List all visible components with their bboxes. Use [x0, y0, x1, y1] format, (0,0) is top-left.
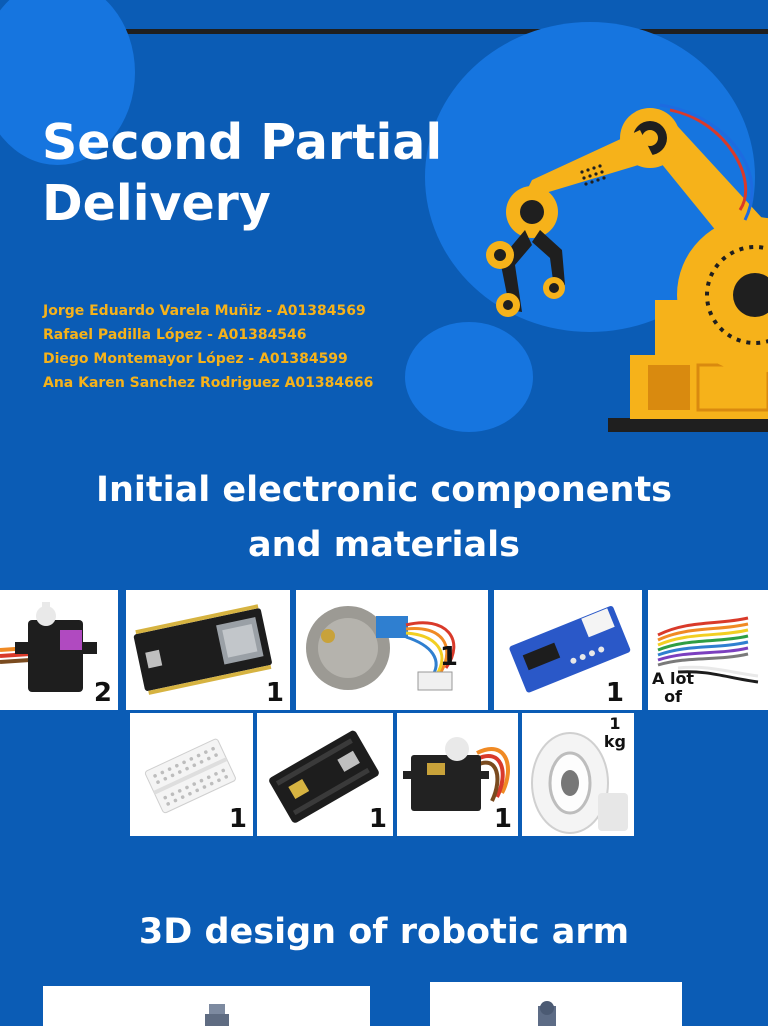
- design-heading: 3D design of robotic arm: [138, 912, 630, 952]
- expansion-board-icon: [269, 730, 379, 823]
- stepper-motor-icon: [306, 606, 456, 691]
- component-tile-servo: 1: [397, 713, 518, 836]
- component-tile-breadboard: 1: [130, 713, 253, 836]
- author-list: Jorge Eduardo Varela Muñiz - A01384569 R…: [43, 299, 373, 395]
- jumper-wires-icon: [657, 616, 759, 684]
- design-image-panel: [430, 982, 682, 1026]
- esp32-board-icon: [133, 604, 272, 695]
- component-tile-jumpers: A lot of: [648, 590, 768, 710]
- quantity-label: 1: [368, 804, 387, 834]
- motor-driver-board-icon: [509, 605, 631, 693]
- filament-spool-icon: [531, 732, 628, 834]
- quantity-label: 1: [605, 678, 624, 708]
- micro-servo-icon: [0, 602, 97, 692]
- arm-model-icon: [538, 1001, 556, 1026]
- decor-circle: [405, 322, 533, 432]
- author-line: Ana Karen Sanchez Rodriguez A01384666: [43, 375, 374, 391]
- quantity-label: 1: [493, 804, 512, 834]
- component-tile-driver: 1: [494, 590, 642, 710]
- quantity-label: 1: [228, 804, 247, 834]
- component-tile-filament: 1 kg: [522, 713, 634, 836]
- quantity-label: 1: [265, 678, 284, 708]
- decor-circle: [0, 0, 135, 165]
- quantity-label: 2: [93, 678, 112, 708]
- author-line: Jorge Eduardo Varela Muñiz - A01384569: [43, 303, 366, 319]
- component-tile-esp32: 1: [126, 590, 290, 710]
- robot-arm-icon: [486, 103, 768, 432]
- design-image-panel: [43, 986, 370, 1026]
- component-tile-stepper: 1: [296, 590, 488, 710]
- top-rule: [0, 29, 768, 34]
- quantity-label: 1 kg: [603, 714, 626, 751]
- quantity-label: A lot of: [652, 669, 695, 706]
- author-line: Diego Montemayor López - A01384599: [43, 351, 348, 367]
- component-tile-expansion: 1: [257, 713, 393, 836]
- quantity-label: 1: [439, 642, 458, 672]
- mini-breadboard-icon: [144, 738, 236, 814]
- author-line: Rafael Padilla López - A01384546: [43, 327, 307, 343]
- arm-model-icon: [205, 1004, 229, 1026]
- component-tile-micro-servo: 2: [0, 590, 118, 710]
- servo-motor-icon: [403, 737, 510, 811]
